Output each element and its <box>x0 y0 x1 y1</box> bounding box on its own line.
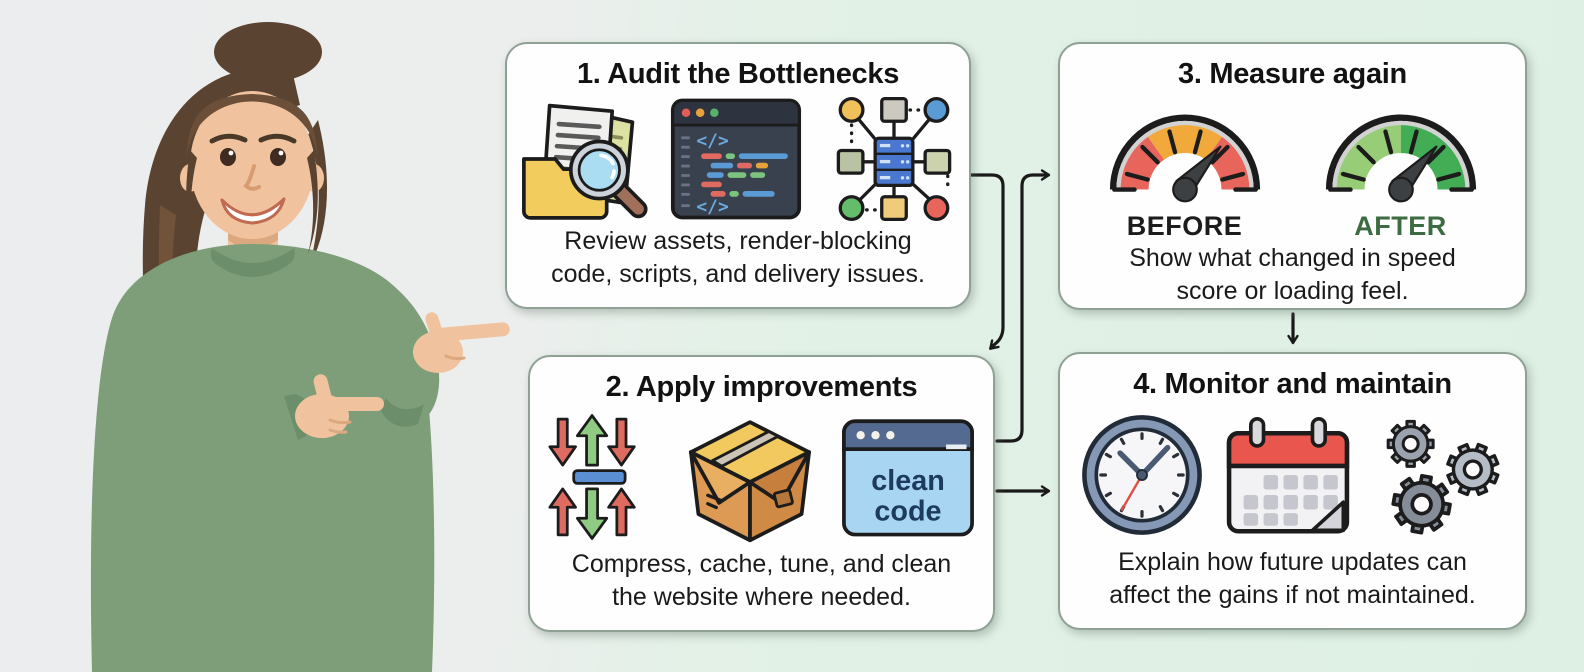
gauge-before-label: BEFORE <box>1126 211 1243 241</box>
step-2-title: 2. Apply improvements <box>605 371 918 403</box>
desc-line: Review assets, render-blocking <box>564 227 912 255</box>
arrow-step2-to-step3 <box>995 169 1051 443</box>
step-4-icons <box>1078 403 1508 546</box>
step-card-1: 1. Audit the Bottlenecks <box>505 42 971 309</box>
speedometer-before-icon <box>1109 114 1260 203</box>
step-3-title: 3. Measure again <box>1178 58 1407 90</box>
desc-line: the website where needed. <box>612 583 911 611</box>
speedometer-after-icon <box>1325 114 1476 203</box>
gauge-after-label: AFTER <box>1354 211 1447 241</box>
step-1-description: Review assets, render-blocking code, scr… <box>551 225 925 291</box>
step-1-icons: </> </> <box>511 93 965 225</box>
desc-line: Show what changed in speed <box>1129 244 1456 272</box>
step-card-3: 3. Measure again <box>1058 42 1527 310</box>
step-1-title: 1. Audit the Bottlenecks <box>576 58 900 90</box>
clean-code-label-line2: code <box>874 496 941 528</box>
step-4-title: 4. Monitor and maintain <box>1133 368 1452 400</box>
woman-pointing-illustration <box>90 22 510 672</box>
step-2-icons: clean code <box>543 406 981 548</box>
gauge-before-block: BEFORE <box>1099 93 1271 242</box>
clock-icon <box>1081 414 1202 535</box>
gauge-after-block: AFTER <box>1315 93 1487 242</box>
calendar-icon <box>1226 416 1349 533</box>
code-editor-icon: </> </> <box>670 98 802 220</box>
compress-arrows-icon <box>547 414 636 540</box>
clean-code-label-line1: clean <box>871 465 945 497</box>
step-3-icons: BEFORE <box>1099 93 1487 242</box>
clean-code-window-icon: clean code <box>841 419 974 537</box>
document-search-icon <box>522 103 648 220</box>
arrow-step1-to-step2 <box>969 173 1005 350</box>
step-card-4: 4. Monitor and maintain <box>1058 352 1527 630</box>
step-card-2: 2. Apply improvements <box>528 355 995 632</box>
desc-line: Compress, cache, tune, and clean <box>571 550 952 578</box>
gears-icon <box>1386 419 1507 539</box>
step-2-description: Compress, cache, tune, and clean the web… <box>572 548 951 614</box>
desc-line: code, scripts, and delivery issues. <box>551 260 925 288</box>
desc-line: Explain how future updates can <box>1118 548 1467 576</box>
desc-line: affect the gains if not maintained. <box>1109 581 1476 609</box>
step-3-description: Show what changed in speed score or load… <box>1129 242 1456 308</box>
code-glyph-top: </> <box>696 131 729 152</box>
code-glyph-bottom: </> <box>696 197 729 218</box>
package-box-icon <box>688 420 811 543</box>
desc-line: score or loading feel. <box>1176 277 1409 305</box>
step-4-description: Explain how future updates can affect th… <box>1109 546 1475 612</box>
server-network-icon <box>836 97 952 221</box>
